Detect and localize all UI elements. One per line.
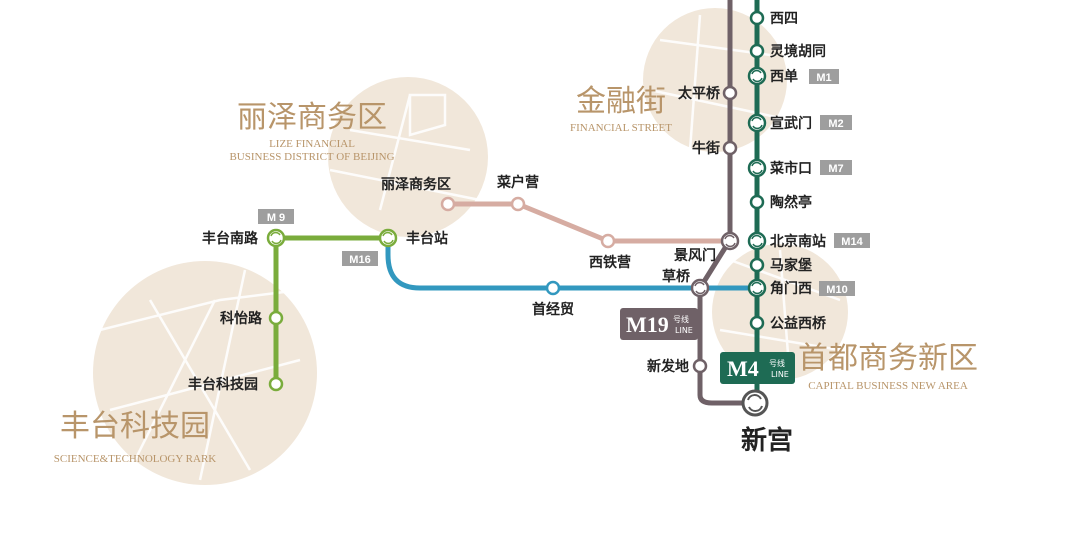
label-lizeshangwuqu: 丽泽商务区 (381, 176, 451, 193)
label-fengtainanlu: 丰台南路 (202, 230, 259, 247)
tag-m2-bg (820, 115, 852, 130)
badge-m19-haoxian: 号线 (673, 314, 689, 324)
transfer-jingfengmen[interactable] (720, 231, 740, 251)
station-xinfadi[interactable] (692, 358, 708, 374)
transfer-arrows-icon (382, 231, 394, 245)
label-xinfadi: 新发地 (647, 358, 689, 375)
label-taoranting: 陶然亭 (770, 194, 812, 211)
badge-m4-number: M4 (727, 356, 759, 381)
label-jiaomenxi: 角门西 (770, 280, 812, 297)
transfer-arrows-icon (270, 231, 282, 245)
district-financial-en: FINANCIAL STREET (570, 122, 672, 134)
district-lize-en-line1: LIZE FINANCIAL (269, 138, 355, 150)
station-shoujingmao[interactable] (545, 280, 561, 296)
transfer-caoqiao[interactable] (690, 278, 710, 298)
label-xitieying: 西铁营 (589, 254, 631, 271)
transfer-jiaomenxi[interactable] (747, 278, 767, 298)
label-caihuying: 菜户营 (496, 174, 539, 191)
terminus-xingong[interactable] (741, 389, 769, 417)
district-capital-title: 首都商务新区 (798, 341, 978, 376)
stations (268, 10, 765, 392)
badge-m4-haoxian: 号线 (769, 358, 785, 368)
tag-m9: M 9 (267, 212, 285, 224)
tag-m9-bg (258, 209, 294, 224)
transfer-caishikou[interactable] (747, 158, 767, 178)
transfer-xidan[interactable] (747, 66, 767, 86)
tag-m16-bg (342, 251, 378, 266)
transfer-arrows-icon (747, 394, 763, 412)
label-fengtaizhan: 丰台站 (406, 230, 448, 247)
station-lingjinghutong[interactable] (749, 43, 765, 59)
station-labels: 西四 灵境胡同 西单 宣武门 菜市口 陶然亭 北京南站 马家堡 角门西 公益西桥… (188, 11, 827, 456)
line-lize (445, 201, 733, 244)
station-taoranting[interactable] (749, 194, 765, 210)
label-fengtaikejiyuan: 丰台科技园 (188, 376, 258, 393)
transfer-xuanwumen[interactable] (747, 113, 767, 133)
tag-m10: M10 (826, 284, 847, 296)
tag-m10-bg (819, 281, 855, 296)
district-lize-title: 丽泽商务区 (237, 100, 387, 135)
label-jingfengmen: 景风门 (674, 247, 716, 264)
tag-m1: M1 (816, 72, 831, 84)
line-badge-m19: M19 号线 LINE (620, 308, 698, 340)
badge-m19-line: LINE (675, 326, 693, 335)
label-majiapu: 马家堡 (770, 257, 812, 274)
transfer-stations (266, 66, 769, 417)
transfer-beijingnanzhan[interactable] (747, 231, 767, 251)
station-xisi[interactable] (749, 10, 765, 26)
label-xidan: 西单 (770, 68, 798, 85)
tag-m14: M14 (841, 236, 863, 248)
line-m19 (697, 0, 748, 406)
station-xitieying[interactable] (600, 233, 616, 249)
label-caoqiao: 草桥 (662, 268, 691, 285)
label-niujie: 牛街 (692, 140, 720, 157)
station-lizeshangwuqu[interactable] (440, 196, 456, 212)
transfer-fengtaizhan[interactable] (378, 228, 398, 248)
transfer-arrows-icon (751, 234, 763, 248)
tag-m1-bg (809, 69, 839, 84)
label-taipingqiao: 太平桥 (678, 85, 721, 102)
station-gongyixiqiao[interactable] (749, 315, 765, 331)
transfer-fengtainanlu[interactable] (266, 228, 286, 248)
transfer-arrows-icon (751, 116, 763, 130)
transfer-arrows-icon (724, 234, 736, 248)
tag-m16: M16 (349, 254, 370, 266)
label-xisi: 西四 (770, 11, 798, 27)
label-xuanwumen: 宣武门 (770, 115, 812, 132)
label-shoujingmao: 首经贸 (532, 301, 574, 318)
station-niujie[interactable] (722, 140, 738, 156)
label-terminus-xingong: 新宫 (741, 425, 793, 456)
station-taipingqiao[interactable] (722, 85, 738, 101)
transfer-arrows-icon (751, 69, 763, 83)
label-lingjinghutong: 灵境胡同 (770, 43, 826, 60)
tag-m2: M2 (828, 118, 843, 130)
label-caishikou: 菜市口 (769, 160, 812, 177)
line-m16 (385, 235, 760, 291)
district-lize-en-line2: BUSINESS DISTRICT OF BEIJING (229, 151, 394, 163)
tag-m7: M7 (828, 163, 843, 175)
transfer-arrows-icon (751, 281, 763, 295)
transfer-arrows-icon (694, 281, 706, 295)
line-tags: M 9 M16 M1 M2 M7 M14 M10 (258, 69, 870, 296)
label-gongyixiqiao: 公益西桥 (770, 315, 827, 332)
station-keyilu[interactable] (268, 310, 284, 326)
district-fengtai-en: SCIENCE&TECHNOLOGY RARK (54, 453, 217, 465)
station-fengtaikejiyuan[interactable] (268, 376, 284, 392)
district-fengtai-title: 丰台科技园 (60, 409, 210, 444)
transfer-arrows-icon (751, 161, 763, 175)
station-caihuying[interactable] (510, 196, 526, 212)
line-badge-m4: M4 号线 LINE (720, 352, 795, 384)
badge-m4-line: LINE (771, 370, 789, 379)
badge-m19-number: M19 (626, 312, 669, 337)
district-capital-en: CAPITAL BUSINESS NEW AREA (808, 380, 968, 392)
label-keyilu: 科怡路 (220, 310, 263, 327)
station-majiapu[interactable] (749, 257, 765, 273)
tag-m7-bg (820, 160, 852, 175)
district-labels: 丽泽商务区 LIZE FINANCIAL BUSINESS DISTRICT O… (54, 84, 978, 465)
district-financial-title: 金融街 (576, 84, 666, 119)
label-beijingnanzhan: 北京南站 (770, 233, 826, 250)
tag-m14-bg (834, 233, 870, 248)
